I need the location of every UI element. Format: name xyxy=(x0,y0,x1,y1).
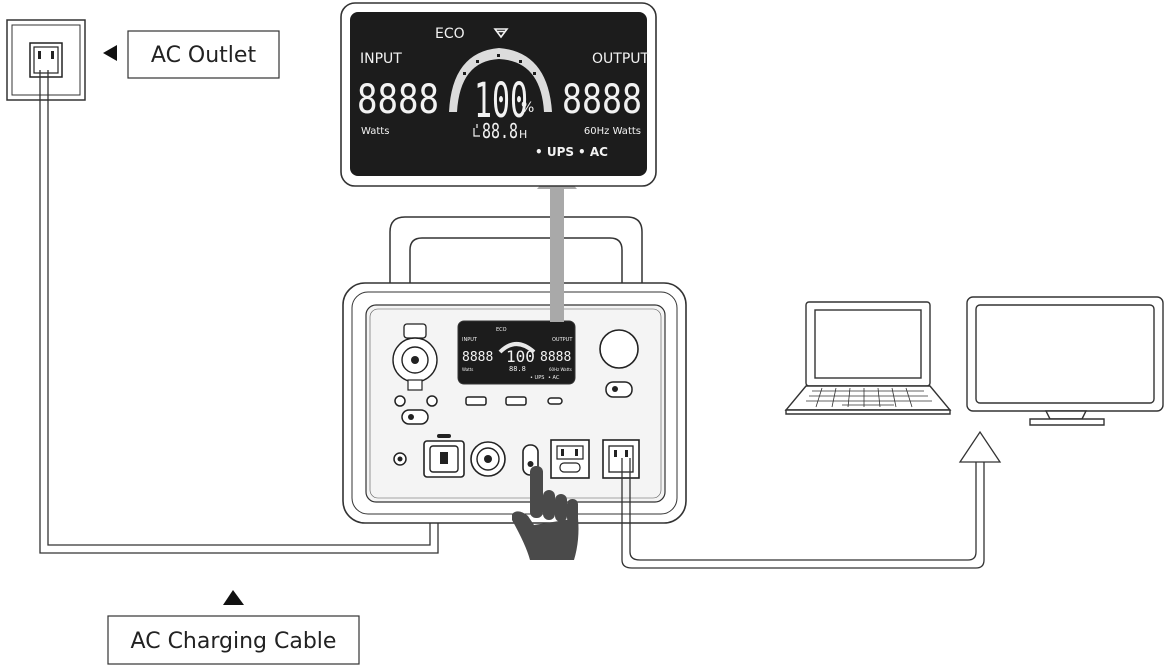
output-label: OUTPUT xyxy=(592,51,650,67)
svg-text:8888: 8888 xyxy=(540,350,571,365)
dc-port-left xyxy=(394,395,406,407)
ac-output-socket-2 xyxy=(602,439,640,479)
svg-text:100: 100 xyxy=(506,347,535,366)
unit-lcd-screen: ECO INPUT OUTPUT 8888 100 8888 88.8 Watt… xyxy=(457,320,576,385)
eco-indicator: ECO xyxy=(435,26,465,42)
car-charger-port xyxy=(392,323,438,391)
laptop-icon xyxy=(784,301,952,415)
input-value: 8888 xyxy=(357,77,439,123)
usb-port-2 xyxy=(505,396,527,406)
svg-text:OUTPUT: OUTPUT xyxy=(552,337,573,343)
svg-text:60Hz Watts: 60Hz Watts xyxy=(549,367,572,372)
ac-button[interactable] xyxy=(605,381,633,398)
hand-pointer-icon xyxy=(512,466,579,560)
pointer-triangle-left xyxy=(103,45,117,61)
svg-text:Watts: Watts xyxy=(462,367,473,372)
output-arrow-head xyxy=(958,430,1002,463)
battery-gauge xyxy=(449,48,552,112)
output-cable xyxy=(621,458,985,569)
ac-outlet-label-box xyxy=(127,30,280,79)
ups-indicator: • UPS xyxy=(535,145,574,159)
svg-text:• AC: • AC xyxy=(548,375,560,381)
ac-charging-cable-label: AC Charging Cable xyxy=(131,629,337,654)
ac-input-indicator xyxy=(437,434,451,438)
ac-output-socket-1 xyxy=(550,439,590,479)
battery-percent: 100 xyxy=(474,73,528,129)
power-station-handle xyxy=(389,216,643,291)
wall-outlet xyxy=(6,19,86,101)
wifi-icon xyxy=(493,28,509,39)
svg-text:INPUT: INPUT xyxy=(462,337,478,343)
ac-outlet-label: AC Outlet xyxy=(151,43,257,68)
ac-charging-cable-label-box xyxy=(107,615,360,665)
dc-port-right xyxy=(426,395,438,407)
time-unit: H xyxy=(519,128,527,141)
usb-c-port xyxy=(547,397,563,405)
dc-button[interactable] xyxy=(401,409,429,425)
input-unit: Watts xyxy=(361,126,389,137)
enlarged-lcd-display: ECO INPUT OUTPUT 8888 8888 100 % 88.8 H … xyxy=(340,2,657,187)
svg-text:8888: 8888 xyxy=(462,350,493,365)
dc-input-port xyxy=(470,441,506,477)
svg-text:ECO: ECO xyxy=(496,327,507,333)
remaining-time: 88.8 xyxy=(482,119,518,143)
power-button[interactable] xyxy=(599,329,639,369)
pointer-triangle-up xyxy=(223,590,244,605)
plug-icon xyxy=(473,124,480,137)
usb-port-1 xyxy=(465,396,487,406)
svg-text:• UPS: • UPS xyxy=(530,375,544,381)
input-label: INPUT xyxy=(360,51,402,67)
ac-input-port xyxy=(423,440,465,478)
monitor-icon xyxy=(966,296,1164,426)
output-value: 8888 xyxy=(562,77,642,123)
output-unit: 60Hz Watts xyxy=(584,126,641,137)
ac-indicator: • AC xyxy=(578,145,608,159)
svg-text:88.8: 88.8 xyxy=(509,365,526,373)
percent-sign: % xyxy=(521,100,534,116)
